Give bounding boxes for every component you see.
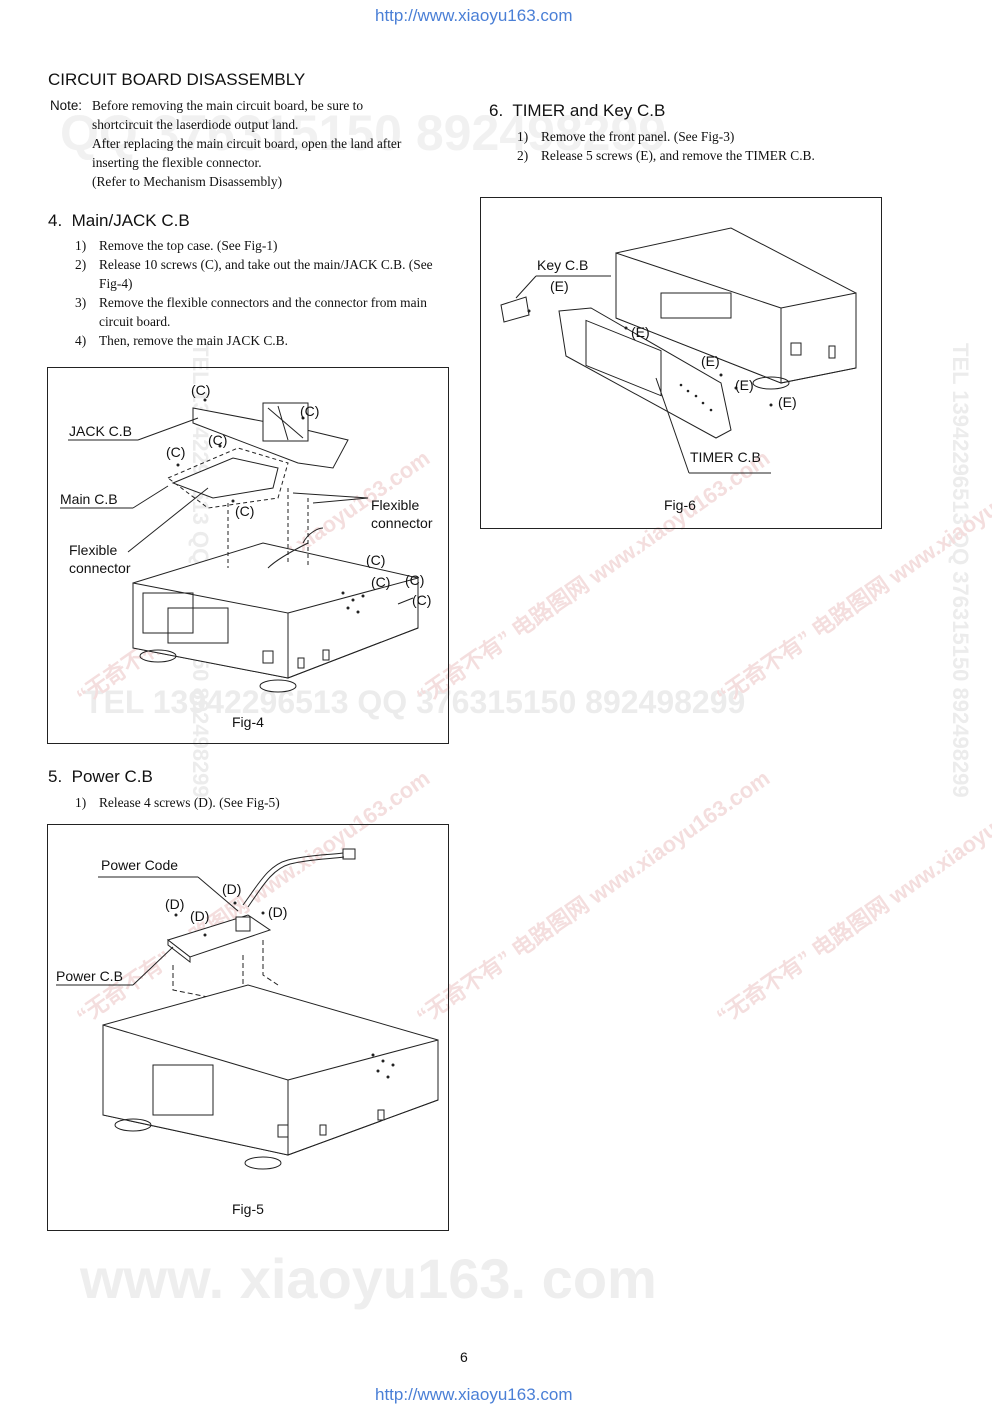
fig4-screw-label: (C) xyxy=(366,552,386,568)
section4-steps: 1)Remove the top case. (See Fig-1) 2)Rel… xyxy=(75,236,445,350)
fig4-main-cb-label: Main C.B xyxy=(60,491,118,507)
fig5-screw-label: (D) xyxy=(222,881,242,897)
fig4-screw-label: (C) xyxy=(235,503,255,519)
note-line: After replacing the main circuit board, … xyxy=(92,136,402,151)
note-line: (Refer to Mechanism Disassembly) xyxy=(92,174,283,189)
list-item: 2)Release 5 screws (E), and remove the T… xyxy=(517,148,815,163)
note-line: Before removing the main circuit board, … xyxy=(92,98,364,113)
figure-6: Key C.B (E) (E) (E) (E) (E) TIMER C.B Fi… xyxy=(480,197,882,529)
fig5-screw-label: (D) xyxy=(165,896,185,912)
fig5-caption: Fig-5 xyxy=(232,1201,264,1217)
list-item: 1)Remove the top case. (See Fig-1) xyxy=(75,238,278,253)
page-number: 6 xyxy=(460,1349,468,1365)
watermark-bottom: www. xiaoyu163. com xyxy=(80,1247,657,1310)
note-body: Before removing the main circuit board, … xyxy=(92,96,452,191)
figure-5: Power Code (D) (D) (D) (D) Power C.B Fig… xyxy=(47,824,449,1231)
fig5-screw-label: (D) xyxy=(190,908,210,924)
fig5-power-code-label: Power Code xyxy=(101,857,179,873)
fig4-jack-cb-label: JACK C.B xyxy=(69,423,133,439)
list-item: 1)Remove the front panel. (See Fig-3) xyxy=(517,129,735,144)
section4-title: 4. Main/JACK C.B xyxy=(48,211,190,230)
fig5-power-cb-label: Power C.B xyxy=(56,968,123,984)
fig6-screw-label: (E) xyxy=(550,278,569,294)
fig4-caption: Fig-4 xyxy=(232,714,264,730)
fig4-screw-label: (C) xyxy=(208,432,228,448)
note-line: inserting the flexible connector. xyxy=(92,155,262,170)
fig5-screw-label: (D) xyxy=(268,904,288,920)
note-line: shortcircuit the laserdiode output land. xyxy=(92,117,299,132)
footer-url-link[interactable]: http://www.xiaoyu163.com xyxy=(375,1385,573,1404)
fig6-timer-cb-label: TIMER C.B xyxy=(690,449,761,465)
list-item: 4)Then, remove the main JACK C.B. xyxy=(75,333,288,348)
fig4-screw-label: (C) xyxy=(166,444,186,460)
fig6-drawing xyxy=(500,227,857,474)
fig5-drawing xyxy=(56,848,439,1170)
section6-title: 6. TIMER and Key C.B xyxy=(489,101,666,120)
fig4-screw-label: (C) xyxy=(371,574,391,590)
fig6-key-cb-label: Key C.B xyxy=(537,257,589,273)
list-item: 3)Remove the flexible connectors and the… xyxy=(75,295,427,329)
fig6-screw-label: (E) xyxy=(735,377,754,393)
section5-title: 5. Power C.B xyxy=(48,767,153,786)
fig4-screw-label: (C) xyxy=(405,572,425,588)
fig6-screw-label: (E) xyxy=(778,394,797,410)
fig4-screw-label: (C) xyxy=(191,382,211,398)
fig6-screw-label: (E) xyxy=(701,353,720,369)
header-url-link[interactable]: http://www.xiaoyu163.com xyxy=(375,6,573,25)
page-title: CIRCUIT BOARD DISASSEMBLY xyxy=(48,70,306,89)
fig4-drawing xyxy=(60,398,419,693)
watermark-tel-right: TEL 13942296513 QQ 376315150 892498299 xyxy=(948,343,973,798)
section5-steps: 1)Release 4 screws (D). (See Fig-5) xyxy=(75,793,445,812)
fig4-screw-label: (C) xyxy=(412,592,432,608)
list-item: 2)Release 10 screws (C), and take out th… xyxy=(75,257,433,291)
section6-steps: 1)Remove the front panel. (See Fig-3) 2)… xyxy=(517,127,917,165)
note-label: Note: xyxy=(50,98,83,113)
watermark-diag-5: “无奇不有” 电路图网 www.xiaoyu163.com xyxy=(412,765,775,1030)
fig6-screw-label: (E) xyxy=(631,324,650,340)
figure-4: (C) (C) (C) (C) (C) (C) (C) (C) (C) JACK… xyxy=(47,367,449,744)
fig4-screw-label: (C) xyxy=(300,403,320,419)
list-item: 1)Release 4 screws (D). (See Fig-5) xyxy=(75,795,280,810)
fig6-caption: Fig-6 xyxy=(664,497,696,513)
watermark-diag-6: “无奇不有” 电路图网 www.xiaoyu163.com xyxy=(712,765,992,1030)
